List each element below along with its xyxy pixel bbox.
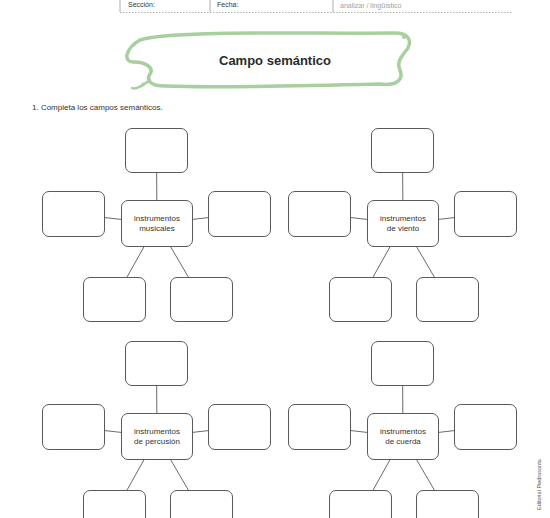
connector-line xyxy=(439,218,454,220)
answer-box xyxy=(42,191,105,237)
answer-box xyxy=(83,490,146,518)
topic-box: instrumentos de cuerda xyxy=(367,413,439,460)
connector-line xyxy=(417,247,435,277)
answer-box xyxy=(83,277,146,322)
instruction-text: 1. Completa los campos semánticos. xyxy=(32,103,163,112)
topic-text: instrumentos de viento xyxy=(375,214,431,234)
connector-line xyxy=(171,460,189,490)
connector-line xyxy=(402,386,403,413)
answer-box xyxy=(416,490,479,518)
header-separator xyxy=(210,0,211,12)
answer-box xyxy=(288,191,351,237)
answer-box xyxy=(416,277,479,322)
answer-box xyxy=(371,128,434,173)
answer-box xyxy=(288,404,351,450)
connector-line xyxy=(373,460,390,490)
connector-line xyxy=(351,218,367,220)
connector-line xyxy=(127,460,144,490)
topic-text: instrumentos de cuerda xyxy=(375,427,431,447)
header-field: Fecha: xyxy=(217,1,238,8)
connector-line xyxy=(156,386,157,413)
answer-box xyxy=(454,404,517,450)
header-separator xyxy=(120,0,121,12)
topic-box: instrumentos de viento xyxy=(367,200,439,247)
connector-line xyxy=(402,173,403,200)
connector-line xyxy=(373,247,390,277)
topic-text: instrumentos musicales xyxy=(129,214,185,234)
connector-line xyxy=(417,460,435,490)
answer-box xyxy=(125,128,188,173)
connector-line xyxy=(156,173,157,200)
worksheet-title: Campo semántico xyxy=(0,53,550,68)
header-separator xyxy=(333,0,334,12)
answer-box xyxy=(125,341,188,386)
copyright-note: Editorial Piedrasanta xyxy=(536,459,542,510)
connector-line xyxy=(127,247,144,277)
connector-line xyxy=(193,431,208,433)
connector-line xyxy=(105,431,121,433)
answer-box xyxy=(208,404,271,450)
answer-box xyxy=(329,277,392,322)
connector-line xyxy=(439,431,454,433)
answer-box xyxy=(42,404,105,450)
skill-tag: analizar / lingüístico xyxy=(340,2,401,9)
answer-box xyxy=(208,191,271,237)
answer-box xyxy=(329,490,392,518)
connector-line xyxy=(193,218,208,220)
answer-box xyxy=(371,341,434,386)
topic-box: instrumentos musicales xyxy=(121,200,193,247)
connector-line xyxy=(171,247,189,277)
header-rule xyxy=(120,12,512,13)
topic-box: instrumentos de percusión xyxy=(121,413,193,460)
connector-line xyxy=(351,431,367,433)
title-brush-dot xyxy=(141,82,144,85)
topic-text: instrumentos de percusión xyxy=(129,427,185,447)
title-brush-stroke xyxy=(132,80,150,89)
answer-box xyxy=(170,277,233,322)
answer-box xyxy=(170,490,233,518)
title-brush-dot xyxy=(402,35,406,39)
connector-line xyxy=(105,218,121,220)
answer-box xyxy=(454,191,517,237)
header-field: Sección: xyxy=(128,1,155,8)
